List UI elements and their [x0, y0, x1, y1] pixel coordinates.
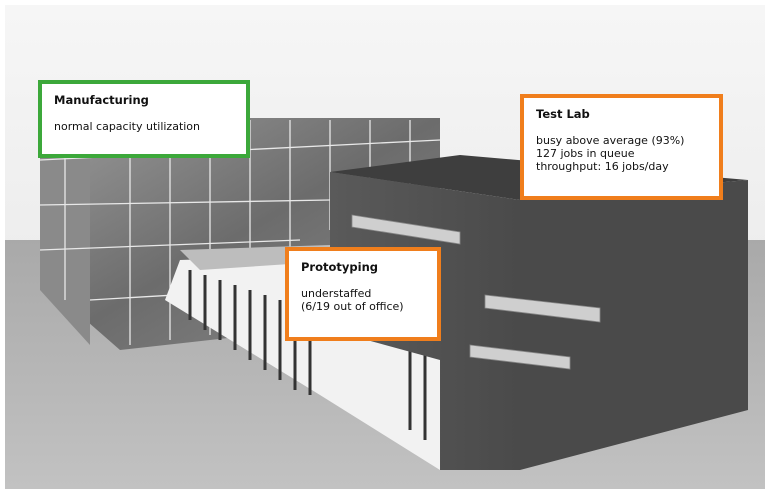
prototyping-absence: (6/19 out of office) — [301, 300, 404, 313]
prototyping-callout[interactable]: Prototyping understaffed (6/19 out of of… — [285, 247, 441, 341]
test-lab-title: Test Lab — [536, 107, 590, 121]
prototyping-title: Prototyping — [301, 260, 378, 274]
prototyping-status: understaffed — [301, 287, 372, 300]
manufacturing-title: Manufacturing — [54, 93, 149, 107]
test-lab-callout[interactable]: Test Lab busy above average (93%) 127 jo… — [520, 94, 723, 200]
test-lab-throughput: throughput: 16 jobs/day — [536, 160, 669, 173]
manufacturing-callout[interactable]: Manufacturing normal capacity utilizatio… — [38, 80, 250, 158]
manufacturing-status: normal capacity utilization — [54, 120, 201, 133]
test-lab-utilization: busy above average (93%) — [536, 134, 685, 147]
test-lab-queue: 127 jobs in queue — [536, 147, 635, 160]
